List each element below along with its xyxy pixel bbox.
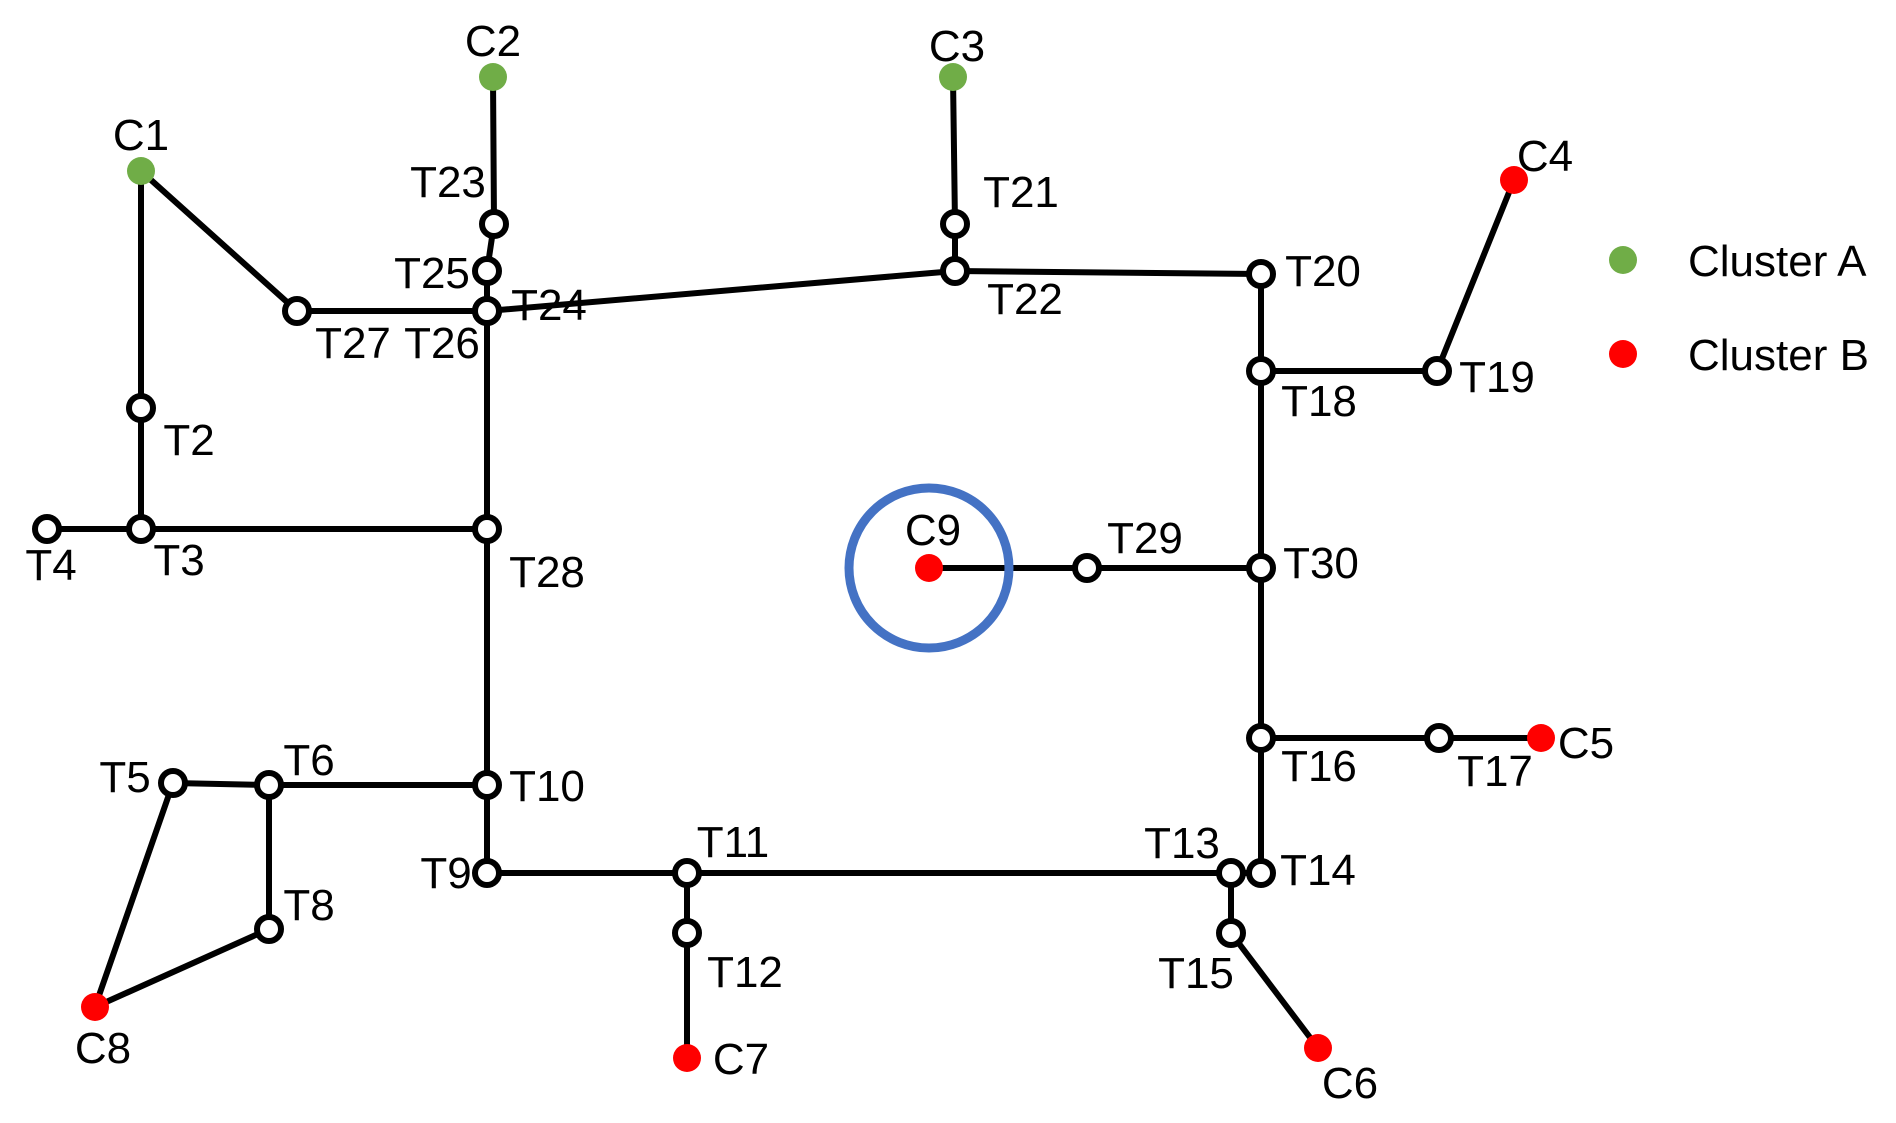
node-t20 <box>1246 259 1276 289</box>
node-label-c2: C2 <box>465 17 521 66</box>
node-label-t26: T26 <box>404 319 480 368</box>
node-label-t17: T17 <box>1457 747 1533 796</box>
node-label-c4: C4 <box>1517 132 1573 181</box>
node-c5 <box>1527 724 1555 752</box>
node-label-t28: T28 <box>509 548 585 597</box>
node-c3 <box>939 63 967 91</box>
edges-layer <box>44 74 1544 1061</box>
node-label-t14: T14 <box>1280 846 1356 895</box>
node-t19 <box>1422 356 1452 386</box>
node-label-t9: T9 <box>420 849 471 898</box>
node-t17 <box>1424 723 1454 753</box>
node-t26 <box>472 296 502 326</box>
node-t27 <box>282 296 312 326</box>
node-c2 <box>479 63 507 91</box>
node-t13 <box>1216 858 1246 888</box>
node-t9 <box>472 858 502 888</box>
edge-c1-t27 <box>138 168 300 314</box>
node-label-c3: C3 <box>929 22 985 71</box>
node-t5 <box>158 768 188 798</box>
node-label-t2: T2 <box>163 416 214 465</box>
node-label-t18: T18 <box>1281 377 1357 426</box>
legend-cluster-b-label: Cluster B <box>1688 331 1869 380</box>
node-label-t3: T3 <box>153 536 204 585</box>
node-t15 <box>1216 918 1246 948</box>
edge-t24-t22 <box>484 268 958 314</box>
node-label-c5: C5 <box>1558 719 1614 768</box>
node-t22 <box>940 256 970 286</box>
node-label-t23: T23 <box>410 158 486 207</box>
edge-t8-c8 <box>92 926 272 1010</box>
edge-c3-t21 <box>950 74 958 227</box>
node-t10 <box>472 770 502 800</box>
node-t12 <box>672 918 702 948</box>
legend-cluster-a-marker <box>1609 246 1637 274</box>
legend-cluster-b-marker <box>1609 340 1637 368</box>
node-label-t5: T5 <box>99 753 150 802</box>
node-label-t10: T10 <box>509 762 585 811</box>
node-label-t21: T21 <box>983 168 1059 217</box>
node-c1 <box>127 157 155 185</box>
edge-c2-t23 <box>490 74 497 227</box>
node-t21 <box>940 209 970 239</box>
node-t2 <box>126 393 156 423</box>
node-label-t20: T20 <box>1285 247 1361 296</box>
node-t30 <box>1246 553 1276 583</box>
node-c4 <box>1500 166 1528 194</box>
highlight-ring-c9 <box>844 483 1014 653</box>
node-c7 <box>673 1044 701 1072</box>
edge-t22-t20 <box>952 268 1264 277</box>
node-t14 <box>1246 858 1276 888</box>
node-label-t6: T6 <box>283 736 334 785</box>
node-label-c7: C7 <box>713 1035 769 1084</box>
legend: Cluster A Cluster B <box>1609 237 1869 380</box>
node-t8 <box>254 914 284 944</box>
nodes-layer <box>32 63 1555 1072</box>
node-label-t30: T30 <box>1283 539 1359 588</box>
node-label-t24: T24 <box>511 281 587 330</box>
edge-t15-c6 <box>1228 930 1321 1051</box>
node-t11 <box>672 858 702 888</box>
node-label-t13: T13 <box>1144 819 1220 868</box>
node-label-t27: T27 <box>315 319 391 368</box>
node-t3 <box>126 514 156 544</box>
node-label-t15: T15 <box>1158 949 1234 998</box>
node-t6 <box>254 770 284 800</box>
node-label-t11: T11 <box>697 818 770 867</box>
node-label-t29: T29 <box>1107 514 1183 563</box>
node-label-t19: T19 <box>1459 353 1535 402</box>
node-label-t25: T25 <box>394 249 470 298</box>
highlight-layer <box>844 483 1014 653</box>
node-label-c8: C8 <box>75 1024 131 1073</box>
legend-cluster-a-label: Cluster A <box>1688 237 1867 286</box>
node-c9 <box>915 554 943 582</box>
edge-t5-c8 <box>92 780 176 1010</box>
node-label-c6: C6 <box>1322 1059 1378 1108</box>
node-t29 <box>1072 553 1102 583</box>
node-t18 <box>1246 356 1276 386</box>
node-t4 <box>32 514 62 544</box>
node-label-t16: T16 <box>1281 742 1357 791</box>
node-t16 <box>1246 723 1276 753</box>
node-c8 <box>81 993 109 1021</box>
node-label-t12: T12 <box>707 948 783 997</box>
node-label-c9: C9 <box>905 506 961 555</box>
node-t25 <box>472 256 502 286</box>
node-label-t22: T22 <box>987 275 1063 324</box>
node-t23 <box>479 209 509 239</box>
node-label-t4: T4 <box>25 541 76 590</box>
node-label-c1: C1 <box>113 111 169 160</box>
node-c6 <box>1304 1034 1332 1062</box>
node-label-t8: T8 <box>283 881 334 930</box>
edge-t19-c4 <box>1434 177 1517 374</box>
edge-t6-t5 <box>170 780 272 788</box>
node-t28 <box>472 514 502 544</box>
